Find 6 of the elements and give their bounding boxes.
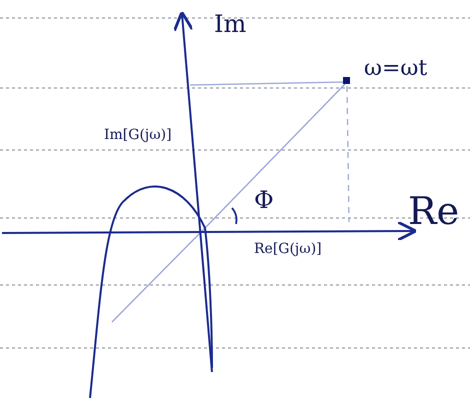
axis-label: Re bbox=[408, 192, 460, 230]
angle-label: Φ bbox=[254, 188, 274, 212]
projection-label: Im[G(jω)] bbox=[104, 128, 172, 142]
axis-label: Im bbox=[214, 12, 246, 36]
projection-label: Re[G(jω)] bbox=[254, 242, 322, 256]
point-label: ω=ωt bbox=[364, 58, 428, 80]
